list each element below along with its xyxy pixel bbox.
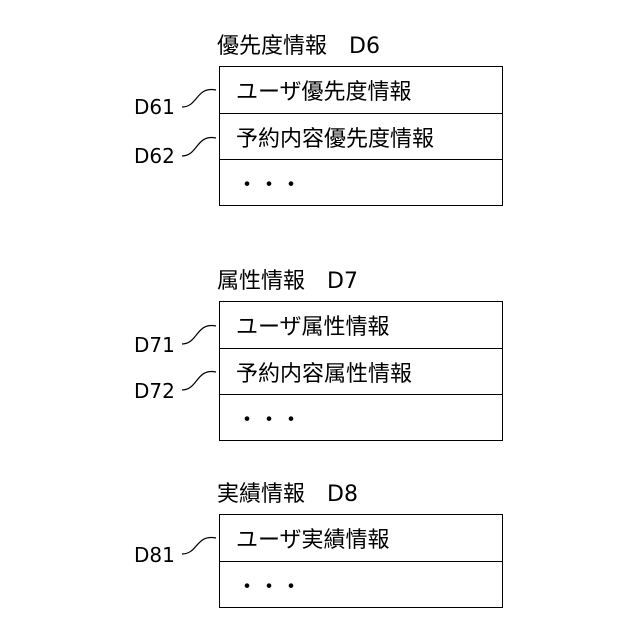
ref-label-d71: D71 <box>134 335 175 355</box>
leader-line-d61 <box>182 89 216 107</box>
group-title-text: 優先度情報 <box>217 34 327 59</box>
group-title-text: 実績情報 <box>217 482 305 507</box>
group-title-d7: 属性情報 D7 <box>217 271 358 293</box>
table-row: 予約内容優先度情報 <box>220 113 502 159</box>
ref-label-d61: D61 <box>134 97 175 117</box>
ref-label-d72: D72 <box>134 381 175 401</box>
group-title-d8: 実績情報 D8 <box>217 484 358 506</box>
leader-line-d62 <box>182 138 216 156</box>
table-row: ユーザ実績情報 <box>220 515 502 561</box>
group-title-text: 属性情報 <box>217 269 305 294</box>
leader-line-d81 <box>182 537 216 554</box>
leader-line-d71 <box>182 326 216 344</box>
ref-label-d62: D62 <box>134 146 175 166</box>
group-code: D8 <box>327 482 358 507</box>
table-row: ユーザ優先度情報 <box>220 67 502 113</box>
table-d6: ユーザ優先度情報 予約内容優先度情報 ・・・ <box>219 66 503 206</box>
ref-label-d81: D81 <box>134 545 175 565</box>
table-row: ・・・ <box>220 159 502 205</box>
table-row: ユーザ属性情報 <box>220 302 502 348</box>
leader-line-d72 <box>182 372 216 390</box>
group-code: D7 <box>327 269 358 294</box>
table-row: ・・・ <box>220 394 502 440</box>
group-title-d6: 優先度情報 D6 <box>217 36 380 58</box>
table-row: 予約内容属性情報 <box>220 348 502 394</box>
table-d8: ユーザ実績情報 ・・・ <box>219 514 503 608</box>
table-row: ・・・ <box>220 561 502 607</box>
table-d7: ユーザ属性情報 予約内容属性情報 ・・・ <box>219 301 503 441</box>
group-code: D6 <box>349 34 380 59</box>
